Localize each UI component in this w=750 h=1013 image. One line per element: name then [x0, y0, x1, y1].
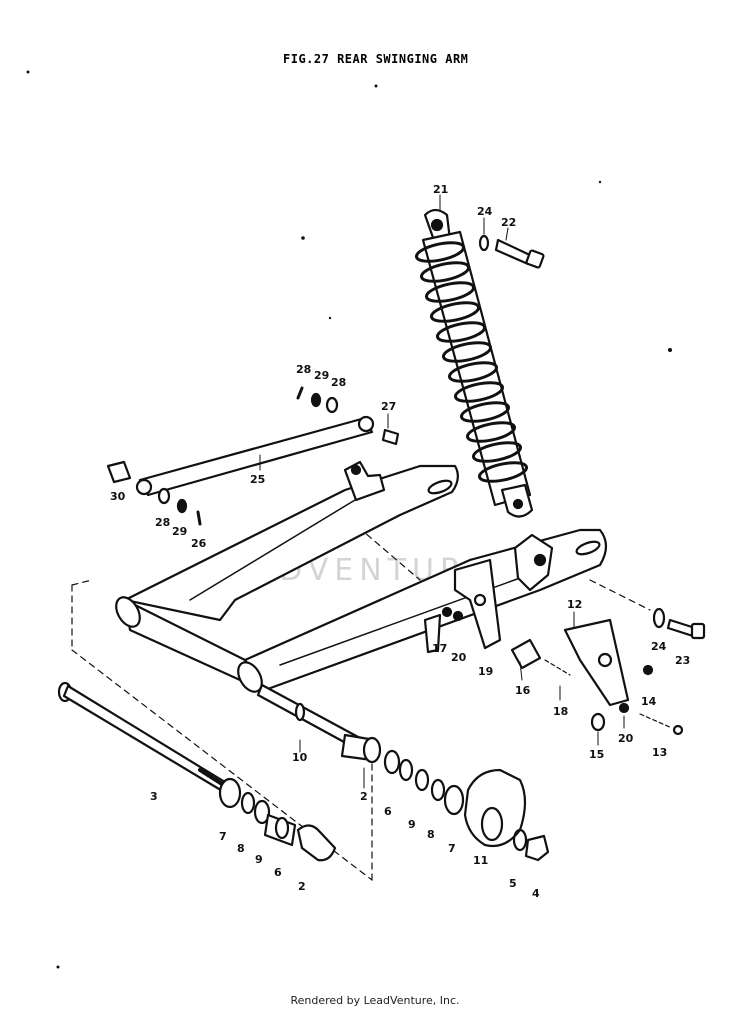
callout-14: 14: [641, 695, 657, 708]
leader-lines: [259, 194, 625, 789]
callout-28: 28: [331, 376, 346, 389]
torque-link: [135, 415, 375, 497]
callout-20: 20: [451, 651, 467, 664]
callout-3: 3: [150, 790, 158, 803]
callout-4: 4: [532, 887, 540, 900]
callout-15: 15: [589, 748, 604, 761]
callout-9: 9: [255, 853, 263, 866]
callout-30: 30: [110, 490, 126, 503]
pivot-stack-left: [218, 777, 337, 862]
callout-6: 6: [274, 866, 282, 879]
callout-29: 29: [172, 525, 187, 538]
callout-18: 18: [553, 705, 568, 718]
footer-credit: Rendered by LeadVenture, Inc.: [290, 994, 460, 1007]
shock-bolt-top: [478, 234, 545, 269]
callout-20: 20: [618, 732, 634, 745]
callout-2: 2: [298, 880, 306, 893]
scan-specks: [26, 70, 672, 969]
callout-12: 12: [567, 598, 582, 611]
pivot-bolt: [57, 681, 230, 794]
caliper-brackets: [423, 558, 684, 736]
callout-28: 28: [296, 363, 311, 376]
callout-24: 24: [477, 205, 493, 218]
callout-7: 7: [448, 842, 456, 855]
callout-27: 27: [381, 400, 396, 413]
callout-8: 8: [427, 828, 435, 841]
callout-16: 16: [515, 684, 531, 697]
callout-9: 9: [408, 818, 416, 831]
callout-26: 26: [191, 537, 207, 550]
callout-19: 19: [478, 665, 493, 678]
callout-8: 8: [237, 842, 245, 855]
swing-arm: [115, 460, 608, 693]
callout-29: 29: [314, 369, 329, 382]
callout-5: 5: [509, 877, 517, 890]
figure-title: FIG.27 REAR SWINGING ARM: [283, 52, 468, 66]
callout-7: 7: [219, 830, 227, 843]
callout-13: 13: [652, 746, 667, 759]
torque-link-fasteners: [106, 386, 400, 526]
callout-25: 25: [250, 473, 265, 486]
callout-10: 10: [292, 751, 308, 764]
callout-17: 17: [432, 642, 447, 655]
part-callouts: 21 24 22 28 29 28 27 25 30 28 29 26 12 1…: [110, 183, 690, 900]
callout-6: 6: [384, 805, 392, 818]
callout-11: 11: [473, 854, 488, 867]
callout-24: 24: [651, 640, 667, 653]
shock-bolt-bottom: [652, 607, 706, 640]
pivot-stack-right: [340, 733, 550, 862]
callout-23: 23: [675, 654, 690, 667]
rear-shock: [414, 208, 534, 518]
callout-28: 28: [155, 516, 170, 529]
callout-21: 21: [433, 183, 448, 196]
callout-22: 22: [501, 216, 516, 229]
callout-2: 2: [360, 790, 368, 803]
